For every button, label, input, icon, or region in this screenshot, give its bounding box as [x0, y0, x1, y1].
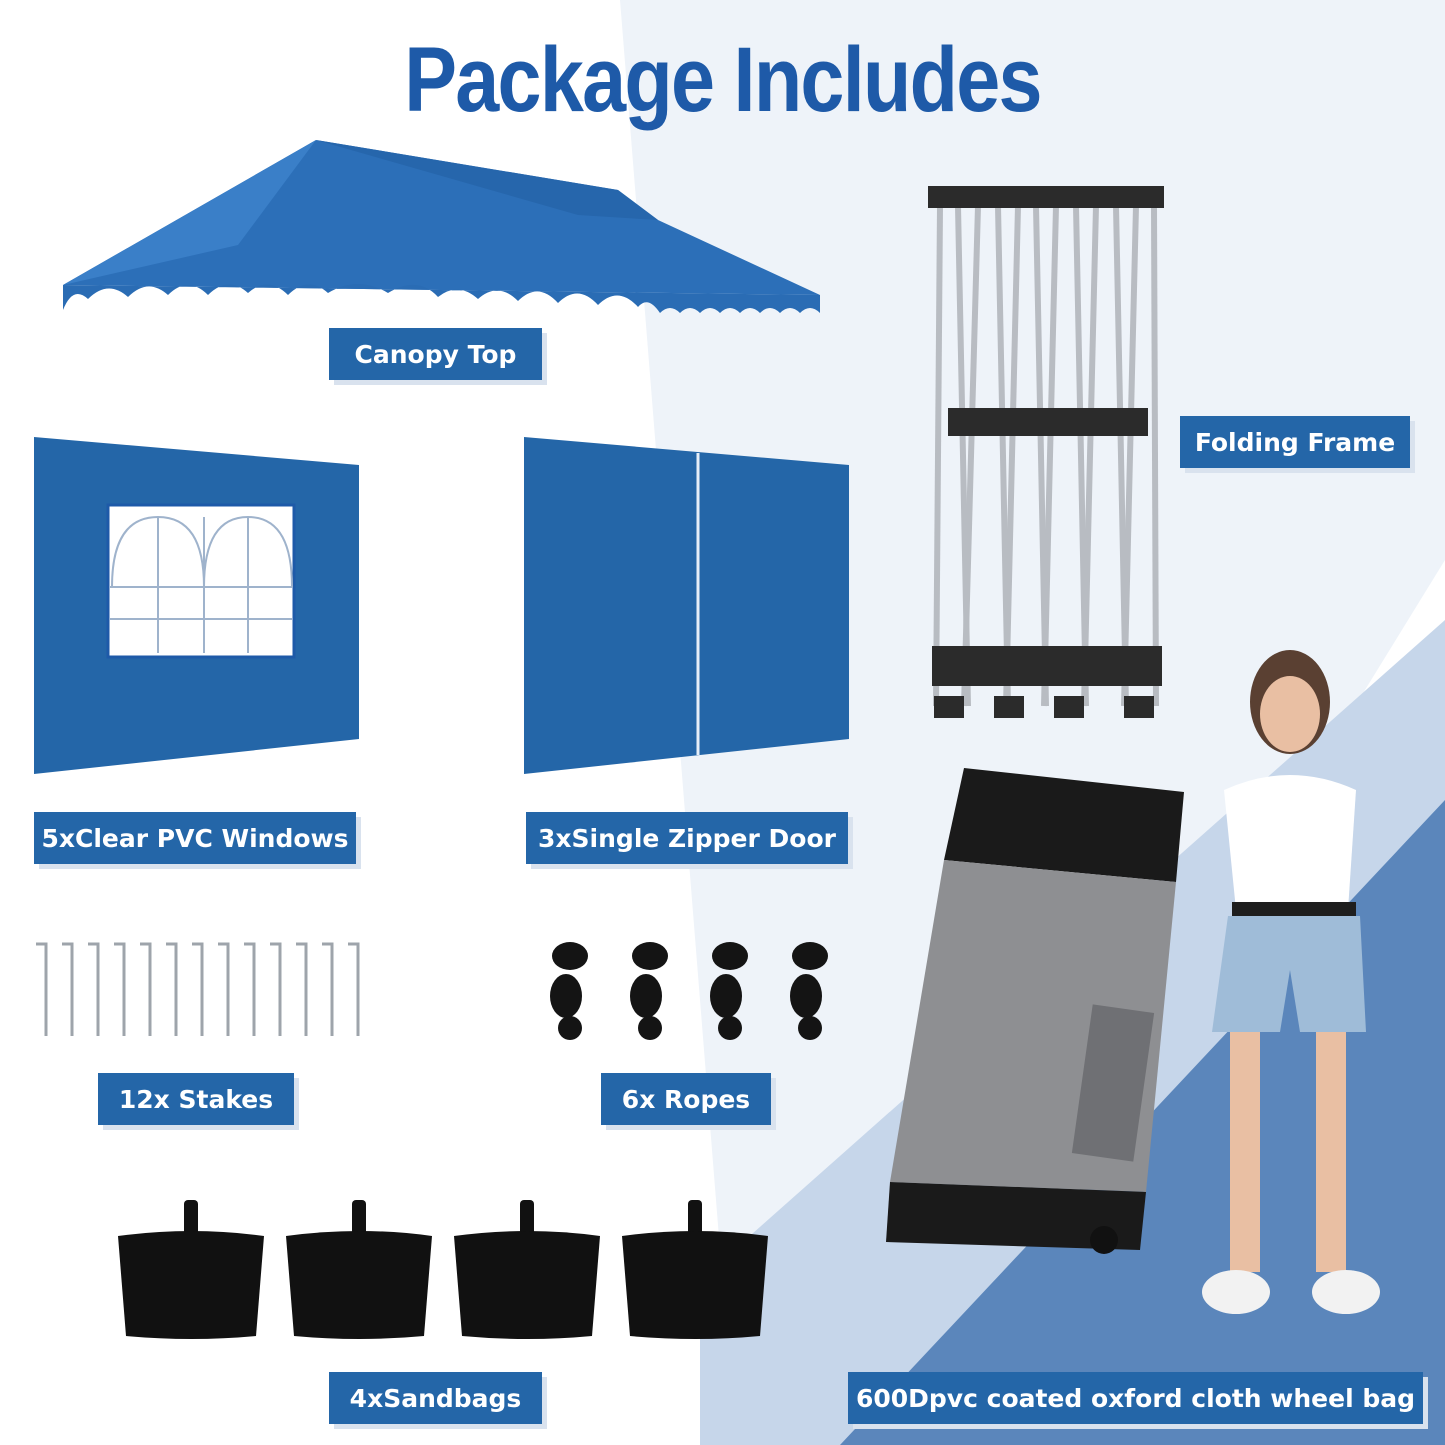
- folding-frame-image: [928, 186, 1164, 718]
- page-title: Package Includes: [404, 29, 1042, 131]
- canopy-top-label: Canopy Top: [329, 328, 542, 380]
- sandbags-label: 4xSandbags: [329, 1372, 542, 1424]
- canopy-top-image: [63, 140, 820, 313]
- person-image: [1202, 650, 1380, 1314]
- zipper-door-image: [524, 437, 849, 774]
- windows-label: 5xClear PVC Windows: [34, 812, 356, 864]
- ropes-image: [550, 942, 828, 1040]
- stakes-image: [36, 942, 360, 1036]
- zipper-door-label: 3xSingle Zipper Door: [526, 812, 848, 864]
- wheel-bag-image: [886, 768, 1184, 1254]
- stakes-label: 12x Stakes: [98, 1073, 294, 1125]
- ropes-label: 6x Ropes: [601, 1073, 771, 1125]
- sandbags-image: [118, 1200, 768, 1339]
- folding-frame-label: Folding Frame: [1180, 416, 1410, 468]
- wheel-bag-label: 600Dpvc coated oxford cloth wheel bag: [848, 1372, 1423, 1424]
- window-panel-image: [34, 437, 359, 774]
